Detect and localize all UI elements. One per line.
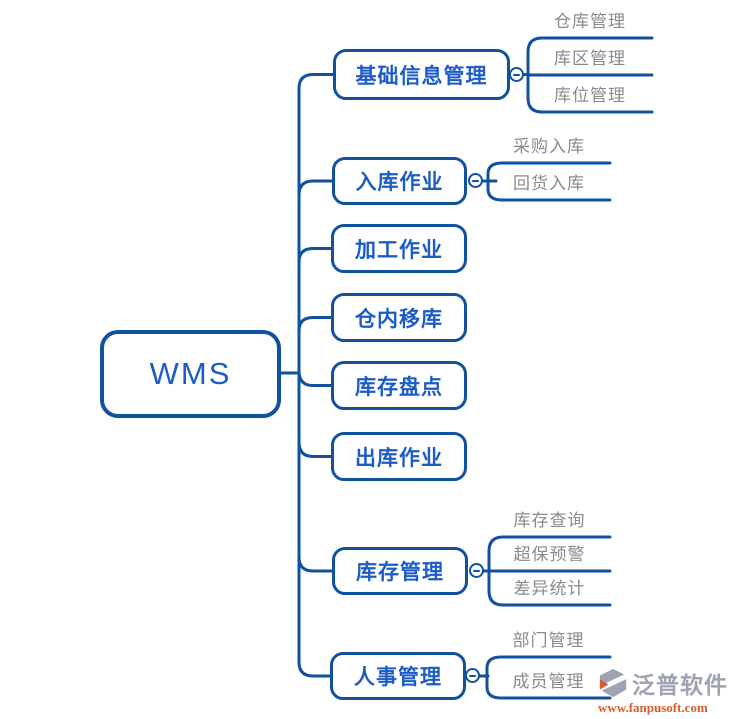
branch-elbow: [297, 440, 333, 458]
main-trunk-line: [297, 73, 335, 678]
branch-elbow: [297, 247, 333, 264]
watermark-brand-text: 泛普软件: [632, 672, 728, 698]
collapse-toggle-personnel[interactable]: [465, 668, 480, 683]
child-node-purchase-inbound[interactable]: 采购入库: [513, 137, 585, 156]
minus-icon: [513, 73, 520, 76]
collapse-toggle-inbound[interactable]: [468, 173, 483, 188]
collapse-toggle-inventory[interactable]: [469, 563, 484, 578]
child-node-location-mgmt[interactable]: 库位管理: [554, 86, 626, 105]
branch-node-personnel-management[interactable]: 人事管理: [330, 652, 466, 700]
branch-elbow: [297, 555, 334, 573]
watermark: 泛普软件 www.fanpusoft.com: [598, 666, 734, 715]
branch-node-processing-operations[interactable]: 加工作业: [331, 224, 467, 273]
minus-icon: [472, 179, 479, 182]
child-node-difference-stats[interactable]: 差异统计: [513, 579, 586, 598]
branch-node-warehouse-transfer[interactable]: 仓内移库: [331, 293, 467, 342]
branch-elbow: [297, 179, 334, 197]
fanpu-logo-icon: [598, 667, 630, 699]
child-rail: [485, 655, 612, 700]
child-node-member-mgmt[interactable]: 成员管理: [512, 672, 585, 691]
branch-elbow: [297, 369, 333, 387]
child-node-zone-mgmt[interactable]: 库区管理: [554, 49, 626, 68]
child-node-overdue-warning[interactable]: 超保预警: [513, 545, 586, 564]
branch-node-inventory-count[interactable]: 库存盘点: [331, 361, 467, 410]
minus-icon: [473, 569, 480, 572]
child-node-department-mgmt[interactable]: 部门管理: [512, 631, 585, 650]
root-node-wms[interactable]: WMS: [100, 330, 281, 418]
branch-elbow: [297, 316, 333, 333]
branch-node-inventory-management[interactable]: 库存管理: [332, 547, 468, 595]
watermark-url-text: www.fanpusoft.com: [598, 700, 708, 715]
collapse-toggle-basic-info[interactable]: [509, 67, 524, 82]
branch-node-basic-info-management[interactable]: 基础信息管理: [333, 49, 510, 100]
child-node-inventory-query[interactable]: 库存查询: [513, 511, 586, 530]
minus-icon: [469, 674, 476, 677]
branch-node-outbound-operations[interactable]: 出库作业: [331, 432, 467, 481]
child-node-return-inbound[interactable]: 回货入库: [513, 174, 585, 193]
branch-node-inbound-operations[interactable]: 入库作业: [332, 157, 467, 205]
child-node-warehouse-mgmt[interactable]: 仓库管理: [554, 12, 626, 31]
